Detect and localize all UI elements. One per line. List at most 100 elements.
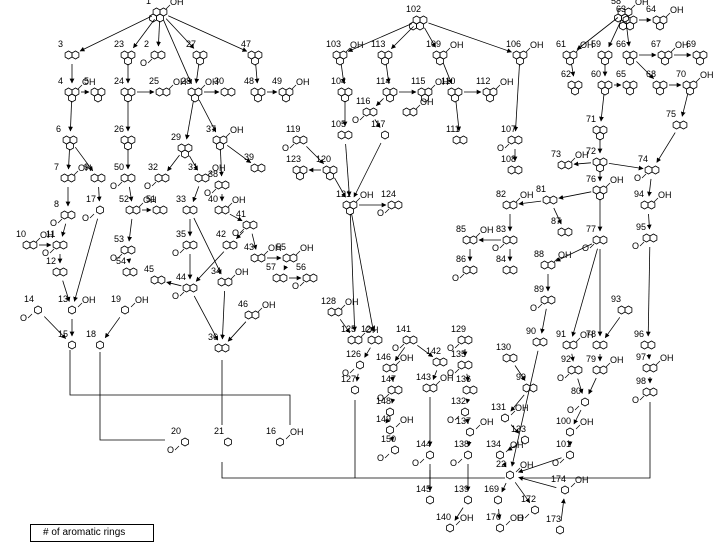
substituent-bond (640, 396, 644, 400)
compound-83: O83 (492, 224, 517, 253)
substituent-label: O (82, 213, 89, 223)
aromatic-ring (517, 57, 524, 65)
compound-number: 64 (646, 4, 656, 14)
compound-74: O74 (634, 154, 659, 183)
aromatic-ring (458, 336, 465, 344)
compound-number: 10 (16, 229, 26, 239)
aromatic-ring (452, 94, 459, 102)
reaction-arrow-173-174 (561, 499, 564, 521)
aromatic-ring (533, 338, 540, 346)
aromatic-ring (156, 88, 163, 96)
substituent-label: OH (575, 475, 589, 485)
compound-number: 108 (501, 154, 516, 164)
substituent-label: O (634, 173, 641, 183)
substituent-label: O (377, 453, 384, 463)
aromatic-ring (190, 284, 197, 292)
compound-1: OH1 (146, 0, 184, 22)
compound-number: 123 (286, 154, 301, 164)
reaction-arrow-106-107 (516, 64, 520, 131)
compound-number: 32 (148, 162, 158, 172)
compound-number: 120 (316, 154, 331, 164)
compound-number: 66 (616, 39, 626, 49)
compound-number: 12 (46, 256, 56, 266)
aromatic-ring (470, 236, 477, 244)
compound-number: 68 (646, 69, 656, 79)
reaction-arrow-136-132 (467, 399, 468, 403)
compound-number: 172 (521, 494, 536, 504)
aromatic-ring (368, 336, 375, 344)
reaction-arrow-91-92 (572, 354, 573, 361)
compound-number: 79 (586, 354, 596, 364)
aromatic-ring (283, 94, 290, 102)
compound-number: 23 (114, 39, 124, 49)
compound-number: 95 (636, 222, 646, 232)
compound-number: 45 (144, 264, 154, 274)
compound-number: 60 (591, 69, 601, 79)
compound-33: 33 (176, 194, 197, 214)
reaction-arrow-9-17 (99, 187, 100, 201)
compound-number: 67 (651, 39, 661, 49)
aromatic-ring (60, 241, 67, 249)
substituent-label: O (167, 445, 174, 455)
compound-99: 99 (516, 372, 537, 392)
substituent-bond (58, 219, 62, 223)
aromatic-ring (258, 254, 265, 262)
aromatic-ring (225, 278, 232, 286)
compound-number: 57 (266, 262, 276, 272)
substituent-bond (640, 242, 644, 246)
aromatic-ring (182, 438, 189, 446)
compound-96: 96 (634, 329, 655, 349)
aromatic-ring (602, 57, 609, 65)
aromatic-ring (383, 364, 390, 372)
compound-number: 84 (496, 254, 506, 264)
substituent-label: O (377, 208, 384, 218)
aromatic-ring (440, 358, 447, 366)
substituent-label: O (632, 395, 639, 405)
aromatic-ring (252, 57, 259, 65)
aromatic-ring (363, 108, 370, 116)
aromatic-ring (293, 136, 300, 144)
reaction-arrow-50-52 (129, 187, 131, 201)
aromatic-ring (217, 142, 224, 150)
substituent-label: O (582, 243, 589, 253)
compound-number: 75 (666, 109, 676, 119)
aromatic-ring (338, 131, 345, 139)
substituent-label: O (497, 143, 504, 153)
substituent-label: O (50, 218, 57, 228)
compound-108: 108 (501, 154, 522, 174)
aromatic-ring (662, 57, 669, 65)
aromatic-ring (133, 206, 140, 214)
aromatic-ring (155, 174, 162, 182)
aromatic-ring (510, 354, 517, 362)
compound-72: 72 (586, 146, 607, 172)
substituent-label: OH (580, 330, 594, 340)
aromatic-ring (657, 22, 664, 30)
compound-63: 63 (616, 4, 637, 30)
compound-12: 12 (46, 256, 67, 276)
compound-number: 173 (546, 514, 561, 524)
compound-number: 143 (416, 372, 431, 382)
compound-number: 14 (24, 294, 34, 304)
compound-139: 139 (454, 484, 472, 504)
substituent-label: OH (82, 295, 96, 305)
reaction-arrow-52-53 (129, 219, 132, 241)
aromatic-ring (575, 366, 582, 374)
aromatic-ring (557, 526, 564, 534)
aromatic-ring (223, 241, 230, 249)
reaction-arrow-95-96 (648, 247, 650, 336)
compound-number: 148 (376, 396, 391, 406)
compound-number: 71 (586, 114, 596, 124)
aromatic-ring (460, 136, 467, 144)
aromatic-ring (121, 174, 128, 182)
aromatic-ring (495, 496, 502, 504)
substituent-label: O (172, 291, 179, 301)
compound-number: 21 (214, 426, 224, 436)
substituent-label: OH (440, 373, 454, 383)
